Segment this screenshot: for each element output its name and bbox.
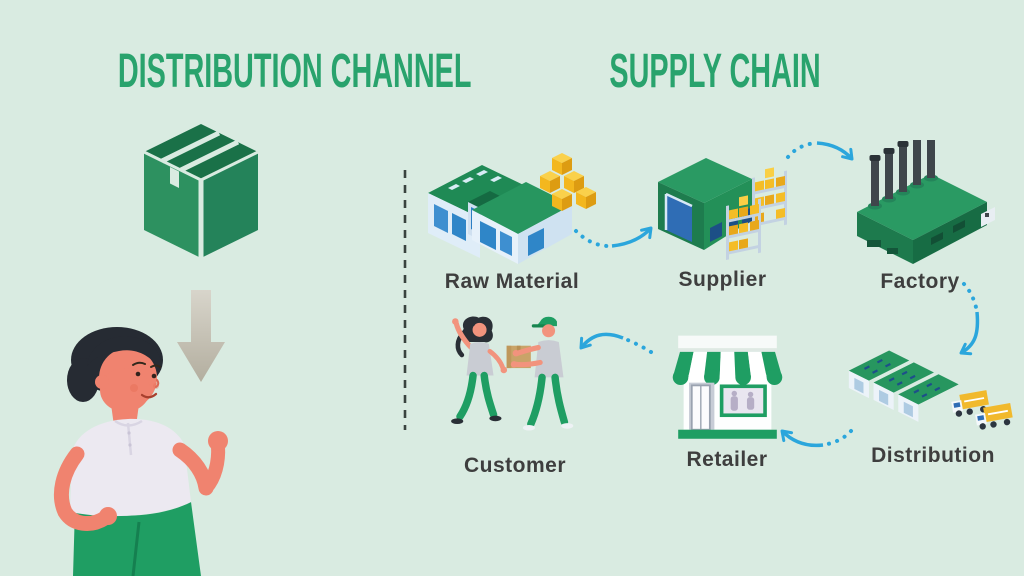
storage-rack: [725, 195, 761, 260]
supply-chain-title: SUPPLY CHAIN: [609, 45, 821, 98]
section-divider: [403, 170, 407, 430]
step-customer: Customer: [425, 314, 605, 478]
factory-icon: [857, 140, 995, 264]
step-retailer: Retailer: [662, 332, 792, 472]
distribution-channel-title: DISTRIBUTION CHANNEL: [117, 45, 472, 98]
step-supplier: Supplier: [630, 148, 815, 292]
step-raw-material: Raw Material: [412, 146, 612, 294]
person-illustration: [53, 327, 228, 576]
warehouse-crates-icon: [427, 153, 596, 264]
distribution-warehouses-icon: [848, 350, 1013, 430]
chimneys: [868, 140, 938, 210]
delivery-trucks: [950, 390, 1013, 430]
warehouse-sheds: [848, 350, 959, 422]
package-box-icon: [143, 124, 259, 258]
step-label: Supplier: [678, 268, 767, 291]
crates: [539, 153, 596, 211]
down-arrow-icon: [177, 290, 225, 382]
step-factory: Factory: [830, 140, 1010, 294]
retail-store-icon: [672, 335, 782, 439]
step-label: Customer: [463, 454, 567, 477]
step-label: Retailer: [686, 448, 768, 471]
flow-arrow-retailer-to-customer: [621, 336, 653, 354]
step-distribution: Distribution: [838, 334, 1024, 468]
step-label: Distribution: [871, 444, 995, 467]
customer-delivery-icon: [451, 316, 574, 431]
step-label: Raw Material: [444, 270, 580, 293]
step-label: Factory: [880, 270, 960, 293]
supplier-building-icon: [657, 158, 787, 260]
